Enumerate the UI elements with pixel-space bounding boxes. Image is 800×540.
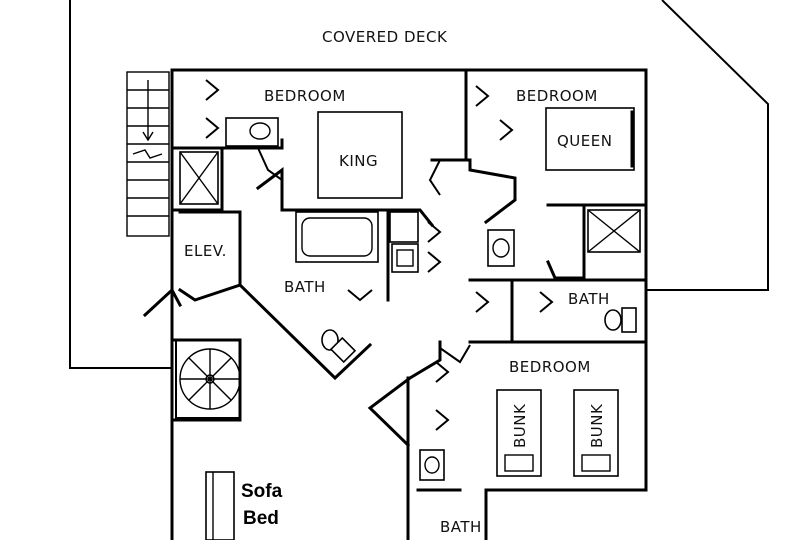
bedroom-bunk-label: BEDROOM <box>509 358 591 376</box>
sink-bottom <box>419 449 445 481</box>
toilet-right <box>604 307 637 333</box>
bath-right-label: BATH <box>568 290 610 308</box>
exterior-stairs <box>126 71 170 237</box>
covered-deck-outline <box>69 0 769 369</box>
sofa-label-line2: Bed <box>243 508 279 529</box>
bedroom-queen-label: BEDROOM <box>516 87 598 105</box>
king-label: KING <box>339 152 378 170</box>
queen-bed <box>545 107 635 171</box>
bedroom-main-label: BEDROOM <box>264 87 346 105</box>
shower-right <box>587 209 641 253</box>
elevator-label: ELEV. <box>184 242 227 260</box>
door-swings <box>205 79 554 431</box>
bath-center-label: BATH <box>284 278 326 296</box>
queen-label: QUEEN <box>557 132 612 150</box>
sink-right <box>487 229 515 267</box>
king-bed <box>317 111 403 199</box>
shower-left <box>179 151 219 205</box>
bunk-bed-1 <box>496 389 542 477</box>
bunk-1-label: BUNK <box>511 403 529 448</box>
sink-center <box>389 211 419 273</box>
toilet-center <box>321 329 357 364</box>
covered-deck-label: COVERED DECK <box>322 28 448 46</box>
sofa-label-line1: Sofa <box>241 481 283 502</box>
sink-left <box>225 117 279 147</box>
bath-bottom-label: BATH <box>440 518 482 536</box>
spiral-staircase <box>175 339 241 419</box>
sofa-bed <box>205 471 235 540</box>
bunk-2-label: BUNK <box>588 403 606 448</box>
bathtub <box>295 211 379 263</box>
interior-walls <box>142 68 648 540</box>
bunk-bed-2 <box>573 389 619 477</box>
